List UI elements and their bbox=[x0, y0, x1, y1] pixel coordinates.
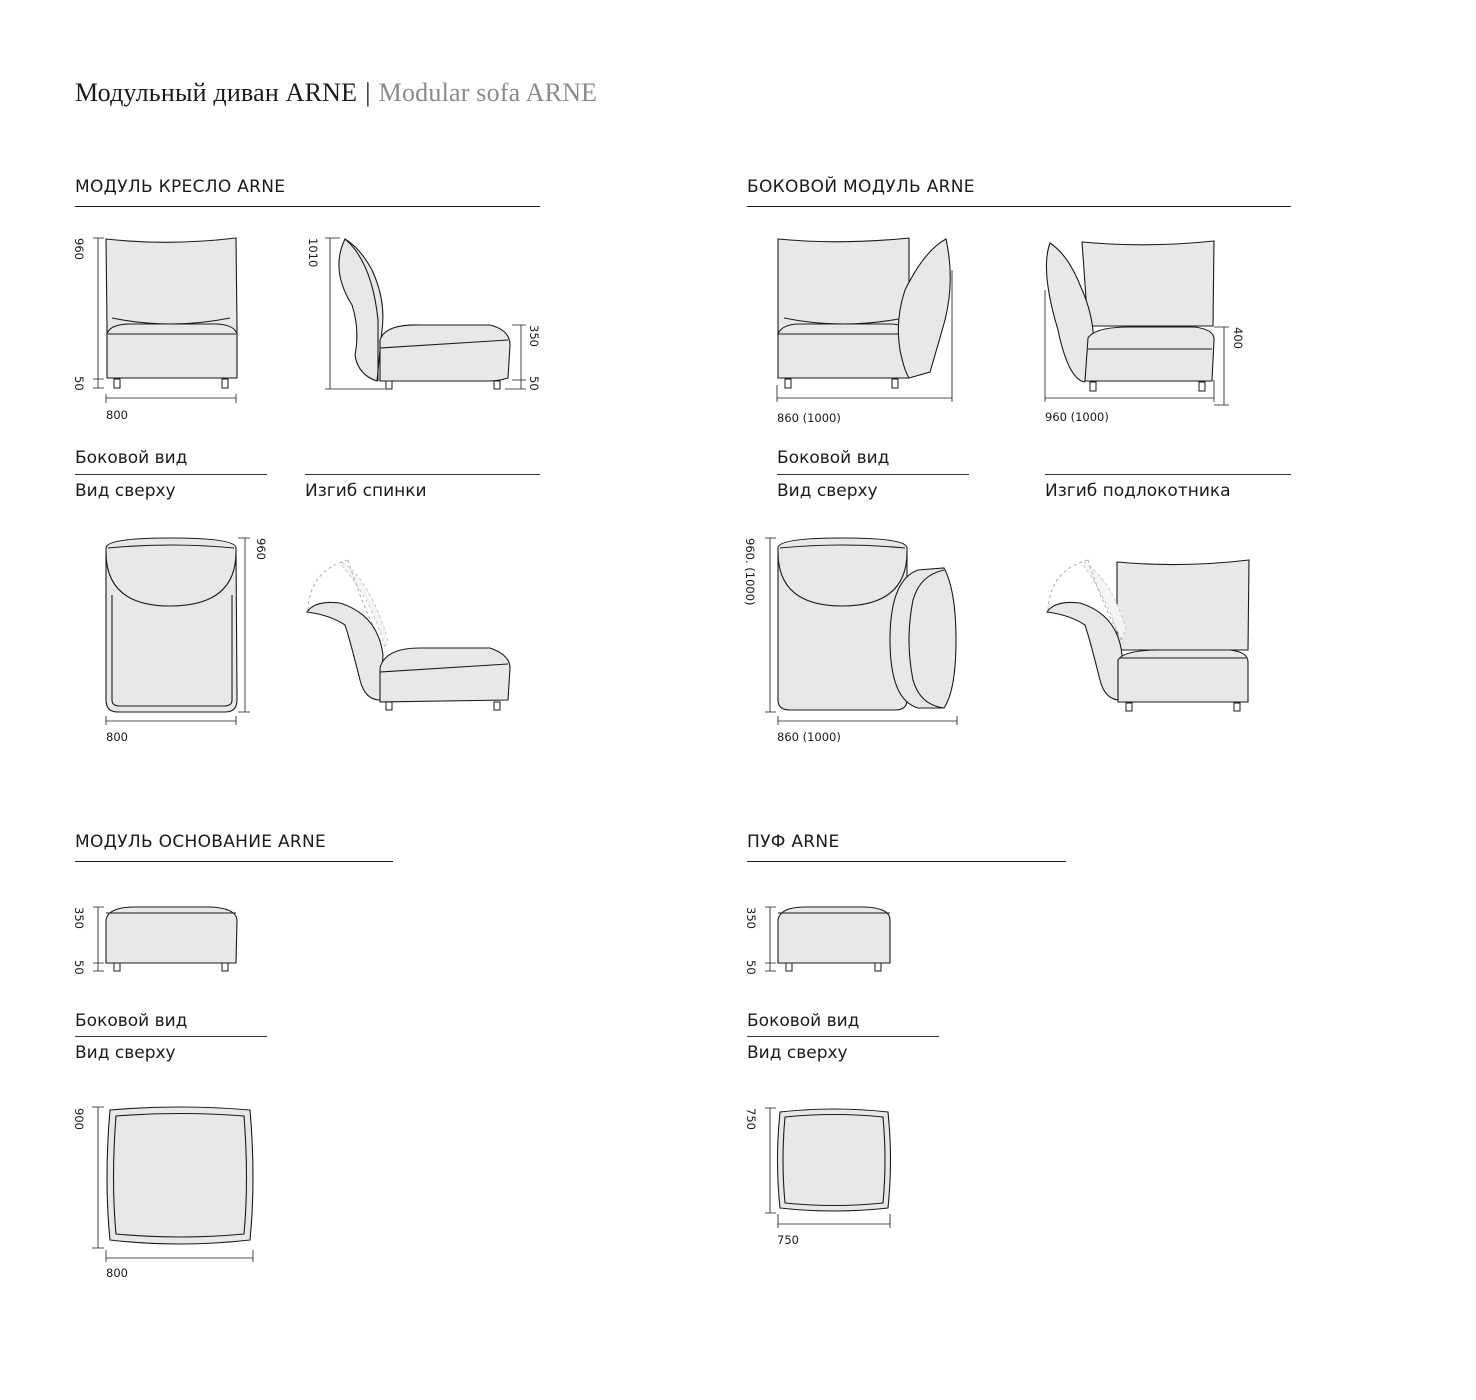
dim-armchair-side-seat: 350 bbox=[527, 325, 541, 347]
base-side-drawing bbox=[93, 906, 238, 972]
armchair-top-drawing bbox=[105, 537, 250, 725]
armchair-top-view-label: Вид сверху bbox=[75, 481, 176, 501]
dim-side-side-width: 960 (1000) bbox=[1045, 410, 1109, 424]
pouf-top-drawing bbox=[765, 1107, 892, 1228]
side-module-side-view-rule bbox=[777, 474, 969, 475]
dim-base-height: 350 bbox=[72, 907, 86, 929]
pouf-section-title: ПУФ ARNE bbox=[747, 832, 1066, 862]
armchair-bend-rule bbox=[305, 474, 540, 475]
dim-armchair-side-height: 1010 bbox=[306, 238, 320, 268]
pouf-side-view-rule bbox=[747, 1036, 939, 1037]
dim-pouf-height: 350 bbox=[744, 907, 758, 929]
side-module-side-view-label: Боковой вид bbox=[777, 448, 890, 468]
dim-armchair-top-width: 800 bbox=[106, 730, 128, 744]
dim-armchair-front-leg: 50 bbox=[72, 376, 86, 391]
title-en: Modular sofa ARNE bbox=[378, 78, 598, 107]
dim-side-seat: 400 bbox=[1231, 327, 1245, 349]
side-module-arm-bend-label: Изгиб подлокотника bbox=[1045, 481, 1231, 501]
pouf-side-drawing bbox=[765, 906, 891, 972]
dim-side-top-width: 860 (1000) bbox=[777, 730, 841, 744]
dim-base-top-width: 800 bbox=[106, 1266, 128, 1280]
pouf-top-view-label: Вид сверху bbox=[747, 1043, 848, 1063]
base-side-view-label: Боковой вид bbox=[75, 1011, 188, 1031]
side-module-top-drawing bbox=[765, 537, 958, 725]
side-module-top-view-label: Вид сверху bbox=[777, 481, 878, 501]
dim-side-front-width: 860 (1000) bbox=[777, 411, 841, 425]
dim-base-top-depth: 900 bbox=[72, 1108, 86, 1130]
armchair-back-bend-label: Изгиб спинки bbox=[305, 481, 427, 501]
armchair-bend-drawing bbox=[306, 559, 511, 711]
dim-pouf-top-depth: 750 bbox=[744, 1108, 758, 1130]
base-side-view-rule bbox=[75, 1036, 267, 1037]
dim-armchair-front-width: 800 bbox=[106, 408, 128, 422]
armchair-section-title: МОДУЛЬ КРЕСЛО ARNE bbox=[75, 177, 540, 207]
armchair-side-view-rule bbox=[75, 474, 267, 475]
base-top-drawing bbox=[92, 1106, 254, 1262]
dim-armchair-side-leg: 50 bbox=[527, 376, 541, 391]
dim-side-top-depth: 960. (1000) bbox=[743, 538, 757, 606]
page-title: Модульный диван ARNE|Modular sofa ARNE bbox=[75, 78, 597, 108]
side-module-bend-rule bbox=[1045, 474, 1291, 475]
side-module-bend-drawing bbox=[1046, 559, 1250, 712]
side-module-section-title: БОКОВОЙ МОДУЛЬ ARNE bbox=[747, 177, 1291, 207]
side-module-front-drawing bbox=[776, 237, 953, 402]
armchair-side-drawing bbox=[325, 237, 526, 390]
armchair-side-view-label: Боковой вид bbox=[75, 448, 188, 468]
side-module-side-drawing bbox=[1044, 240, 1229, 406]
title-separator: | bbox=[365, 78, 371, 107]
dim-pouf-top-width: 750 bbox=[777, 1233, 799, 1247]
dim-armchair-top-depth: 960 bbox=[254, 538, 268, 560]
dim-pouf-leg: 50 bbox=[744, 960, 758, 975]
base-section-title: МОДУЛЬ ОСНОВАНИЕ ARNE bbox=[75, 832, 393, 862]
dim-armchair-front-height: 960 bbox=[72, 238, 86, 260]
armchair-front-drawing bbox=[93, 237, 238, 403]
pouf-side-view-label: Боковой вид bbox=[747, 1011, 860, 1031]
dim-base-leg: 50 bbox=[72, 960, 86, 975]
base-top-view-label: Вид сверху bbox=[75, 1043, 176, 1063]
title-ru: Модульный диван ARNE bbox=[75, 78, 358, 107]
